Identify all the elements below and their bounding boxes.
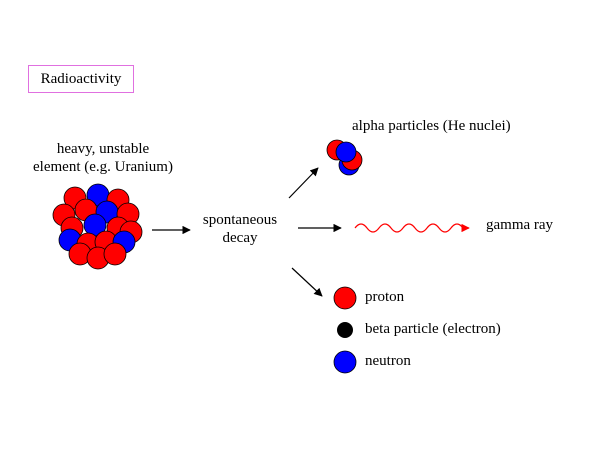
uranium-nucleus [52,183,143,270]
arrow-to-legend [291,267,323,297]
arrow-to-alpha [288,167,319,199]
gamma-wave [354,223,470,233]
legend-beta-label: beta particle (electron) [365,321,501,337]
process-label: spontaneous decay [190,211,290,247]
process-label-line1: spontaneous [202,212,278,228]
diagram-title: Radioactivity [28,65,134,93]
alpha-particle [326,139,363,176]
legend-proton-icon [333,286,357,310]
gamma-label: gamma ray [486,217,554,233]
source-label-line2: element (e.g. Uranium) [33,159,173,175]
legend-beta-icon [337,322,353,338]
alpha-label: alpha particles (He nuclei) [352,118,511,134]
legend-neutron-label: neutron [365,353,411,369]
alpha-neutron [335,141,357,163]
source-label-line1: heavy, unstable [56,141,150,157]
source-label: heavy, unstable element (e.g. Uranium) [14,140,192,176]
legend-neutron-icon [333,350,357,374]
nucleon-proton [103,242,127,266]
legend-proton-label: proton [365,289,405,305]
process-label-line2: decay [222,230,258,246]
